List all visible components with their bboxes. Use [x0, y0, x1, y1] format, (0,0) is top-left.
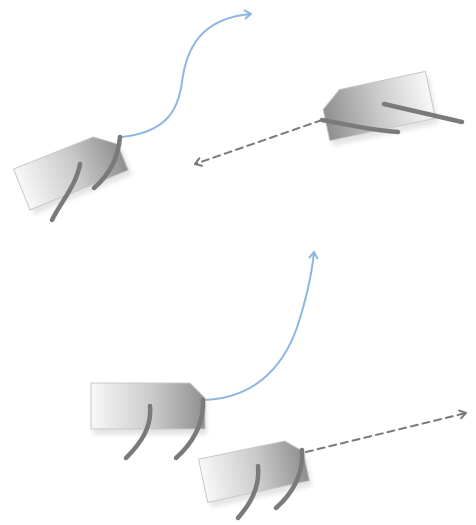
dashed-arrow-top-right: [194, 119, 323, 167]
group-top-left: [12, 9, 252, 223]
tag-bottom: [197, 440, 311, 503]
leg-bottom-2: [273, 447, 305, 511]
leg-top-left-2: [91, 134, 123, 191]
dashed-arrow-bottom: [305, 409, 467, 453]
curved-arrow-top-left: [121, 9, 252, 138]
group-middle: [90, 251, 319, 461]
leg-bottom-1: [235, 463, 261, 521]
tag-top-left: [12, 136, 129, 211]
curved-arrow-middle: [203, 251, 319, 401]
leg-middle-1: [123, 403, 153, 461]
group-top-right: [194, 70, 465, 167]
leg-middle-2: [173, 397, 206, 461]
leg-top-left-1: [49, 161, 83, 223]
leg-top-right-1: [381, 101, 465, 125]
leg-top-right-2: [319, 117, 401, 135]
group-bottom: [197, 409, 467, 521]
